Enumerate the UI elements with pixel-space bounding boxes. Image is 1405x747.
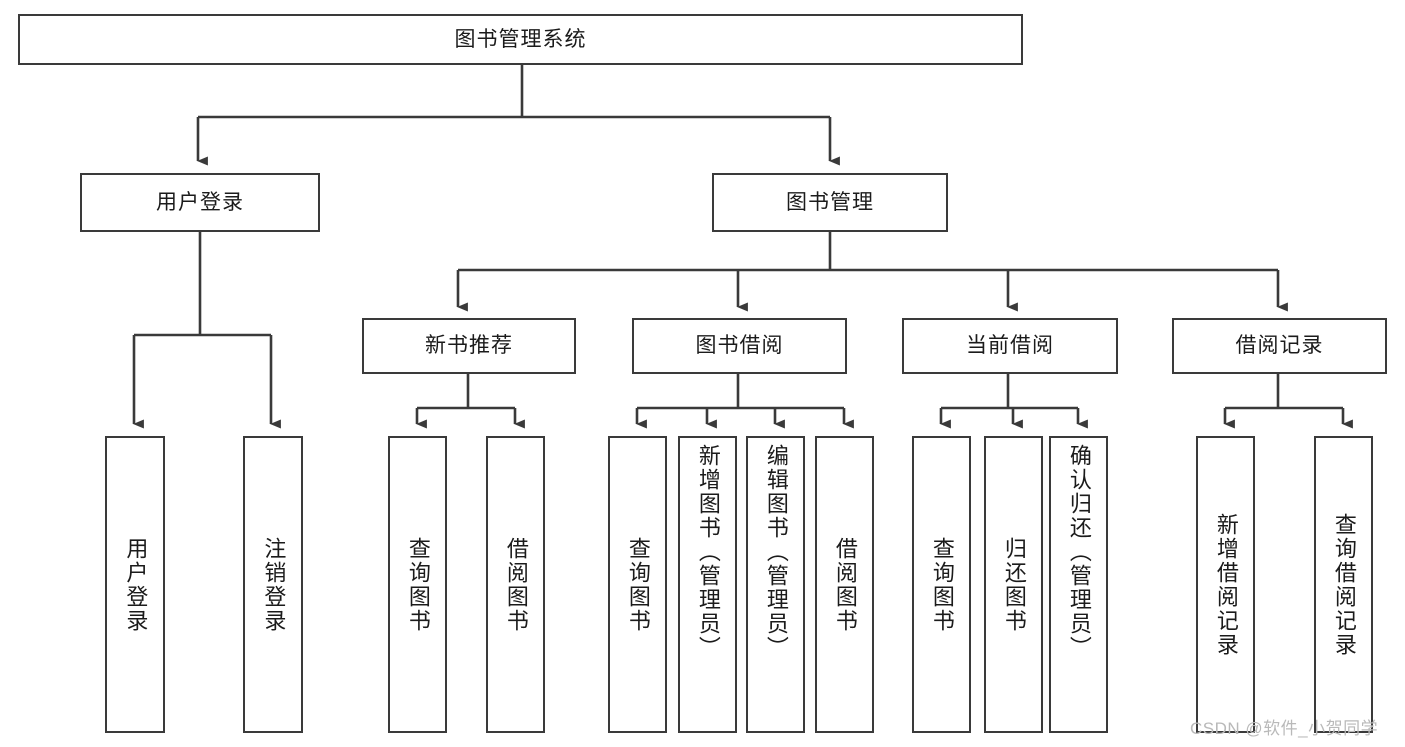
node-leaf-borrow-book-1-label: 借阅图书 bbox=[503, 536, 529, 633]
node-leaf-logout-label: 注销登录 bbox=[261, 536, 287, 633]
node-leaf-return-book-label: 归还图书 bbox=[1001, 536, 1027, 633]
node-leaf-add-book[interactable]: 新增图书（管理员） bbox=[678, 436, 737, 733]
node-leaf-user-login-label: 用户登录 bbox=[123, 536, 149, 633]
node-new-book-recommend[interactable]: 新书推荐 bbox=[362, 318, 576, 374]
node-leaf-confirm-return-label: 确认归还（管理员） bbox=[1066, 444, 1092, 660]
node-leaf-query-book-2[interactable]: 查询图书 bbox=[608, 436, 667, 733]
watermark: CSDN @软件_小贺同学 bbox=[1190, 719, 1379, 738]
node-current-borrow[interactable]: 当前借阅 bbox=[902, 318, 1118, 374]
node-leaf-logout[interactable]: 注销登录 bbox=[243, 436, 303, 733]
node-leaf-confirm-return[interactable]: 确认归还（管理员） bbox=[1049, 436, 1108, 733]
node-leaf-return-book[interactable]: 归还图书 bbox=[984, 436, 1043, 733]
node-user-login-label: 用户登录 bbox=[156, 190, 244, 214]
node-leaf-edit-book-label: 编辑图书（管理员） bbox=[763, 444, 789, 660]
node-root-label: 图书管理系统 bbox=[454, 27, 587, 51]
node-book-manage[interactable]: 图书管理 bbox=[712, 173, 948, 232]
node-leaf-add-book-label: 新增图书（管理员） bbox=[695, 444, 721, 660]
node-leaf-borrow-book-2[interactable]: 借阅图书 bbox=[815, 436, 874, 733]
node-leaf-edit-book[interactable]: 编辑图书（管理员） bbox=[746, 436, 805, 733]
node-leaf-borrow-book-1[interactable]: 借阅图书 bbox=[486, 436, 545, 733]
node-book-borrow[interactable]: 图书借阅 bbox=[632, 318, 847, 374]
node-new-book-recommend-label: 新书推荐 bbox=[425, 334, 513, 358]
node-leaf-query-book-1[interactable]: 查询图书 bbox=[388, 436, 447, 733]
node-leaf-query-book-3-label: 查询图书 bbox=[929, 536, 955, 633]
node-book-manage-label: 图书管理 bbox=[786, 190, 874, 214]
node-leaf-add-record[interactable]: 新增借阅记录 bbox=[1196, 436, 1255, 733]
node-leaf-query-book-2-label: 查询图书 bbox=[625, 536, 651, 633]
node-borrow-record[interactable]: 借阅记录 bbox=[1172, 318, 1387, 374]
node-leaf-query-book-3[interactable]: 查询图书 bbox=[912, 436, 971, 733]
node-leaf-query-record-label: 查询借阅记录 bbox=[1331, 512, 1357, 657]
node-leaf-query-record[interactable]: 查询借阅记录 bbox=[1314, 436, 1373, 733]
node-root[interactable]: 图书管理系统 bbox=[18, 14, 1023, 65]
node-leaf-add-record-label: 新增借阅记录 bbox=[1213, 512, 1239, 657]
node-current-borrow-label: 当前借阅 bbox=[966, 334, 1054, 358]
node-leaf-query-book-1-label: 查询图书 bbox=[405, 536, 431, 633]
node-leaf-borrow-book-2-label: 借阅图书 bbox=[832, 536, 858, 633]
node-leaf-user-login[interactable]: 用户登录 bbox=[105, 436, 165, 733]
node-book-borrow-label: 图书借阅 bbox=[695, 334, 784, 358]
node-user-login[interactable]: 用户登录 bbox=[80, 173, 320, 232]
node-borrow-record-label: 借阅记录 bbox=[1235, 334, 1324, 358]
